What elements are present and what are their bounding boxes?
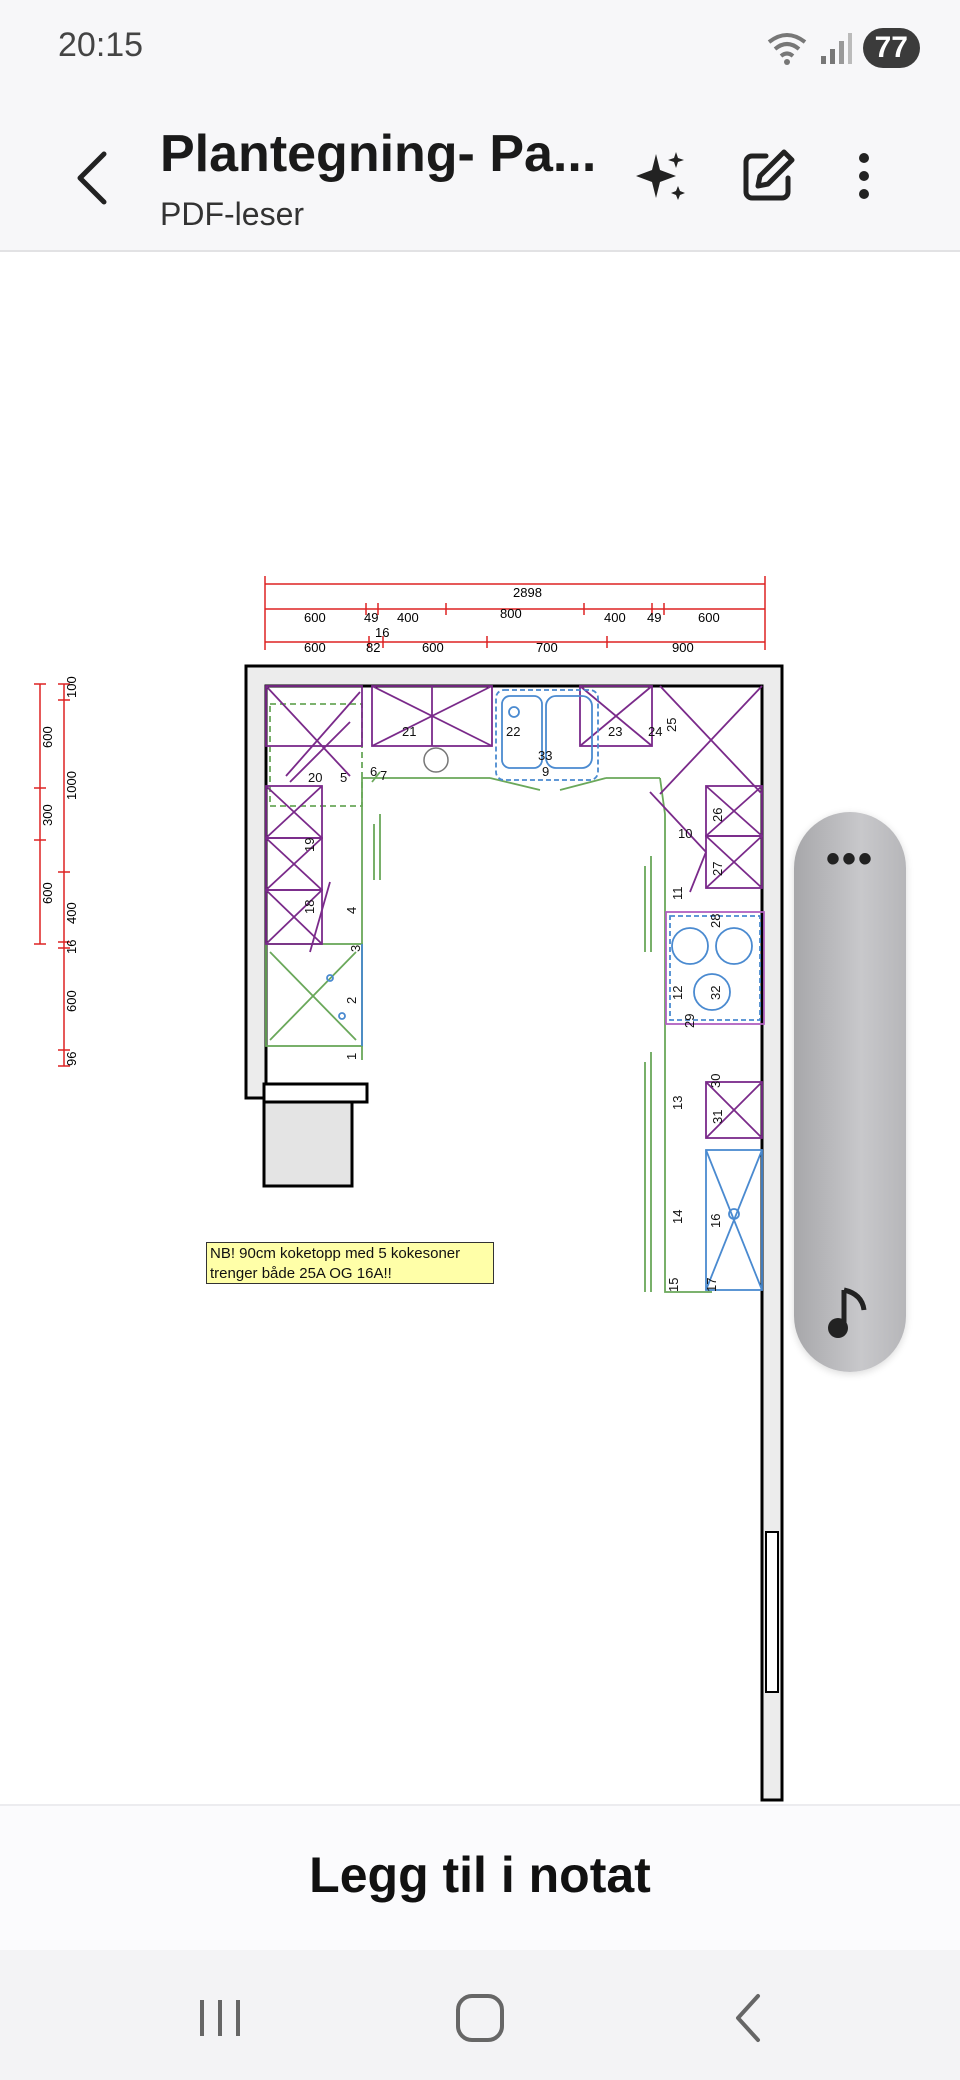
svg-text:1000: 1000 [64, 771, 79, 800]
svg-text:2: 2 [344, 997, 359, 1004]
dim-label: 49 [364, 610, 378, 625]
left-dimension-lines [34, 683, 70, 1067]
svg-text:20: 20 [308, 770, 322, 785]
sparkle-ai-icon[interactable] [632, 146, 692, 206]
svg-text:300: 300 [40, 804, 55, 826]
svg-text:26: 26 [710, 808, 725, 822]
svg-text:3: 3 [348, 945, 363, 952]
svg-text:18: 18 [302, 900, 317, 914]
svg-text:30: 30 [708, 1074, 723, 1088]
svg-text:22: 22 [506, 724, 520, 739]
walls [244, 664, 784, 1802]
svg-text:24: 24 [648, 724, 662, 739]
countertop-outline [265, 703, 712, 1293]
dim-label: 700 [536, 640, 558, 655]
svg-text:23: 23 [608, 724, 622, 739]
dim-label: 600 [422, 640, 444, 655]
add-to-note-button[interactable]: Legg til i notat [309, 1847, 651, 1903]
nav-back-icon[interactable] [720, 1990, 780, 2046]
svg-text:96: 96 [64, 1052, 79, 1066]
more-horiz-icon[interactable]: ••• [825, 837, 874, 881]
signal-icon [820, 33, 852, 64]
dim-label: 900 [672, 640, 694, 655]
dim-label: 16 [375, 625, 389, 640]
svg-text:16: 16 [64, 940, 79, 954]
svg-text:1: 1 [344, 1053, 359, 1060]
wifi-icon [767, 33, 806, 65]
svg-text:13: 13 [670, 1096, 685, 1110]
dim-label: 400 [397, 610, 419, 625]
svg-text:17: 17 [704, 1278, 719, 1292]
floating-media-panel[interactable]: ••• [794, 812, 906, 1372]
svg-text:600: 600 [40, 726, 55, 748]
svg-text:600: 600 [40, 882, 55, 904]
svg-text:10: 10 [678, 826, 692, 841]
pdf-viewer[interactable]: 2898 600 49 400 800 400 49 600 16 600 82… [0, 252, 960, 1802]
cabinet-numbers: 1 2 3 4 5 6 7 9 10 11 12 13 14 15 16 17 … [302, 718, 725, 1292]
note-line-1: NB! 90cm koketopp med 5 kokesoner [210, 1245, 461, 1262]
home-icon[interactable] [450, 1990, 510, 2046]
svg-text:6: 6 [370, 764, 377, 779]
svg-text:21: 21 [402, 724, 416, 739]
drawing-note: NB! 90cm koketopp med 5 kokesoner trenge… [206, 1242, 494, 1284]
add-to-note-bar[interactable]: Legg til i notat [0, 1804, 960, 1952]
svg-text:600: 600 [64, 990, 79, 1012]
svg-text:19: 19 [302, 838, 317, 852]
svg-text:33: 33 [538, 748, 552, 763]
dim-label: 600 [304, 610, 326, 625]
svg-text:32: 32 [708, 986, 723, 1000]
system-nav-bar [0, 1950, 960, 2080]
top-dimension-lines [264, 576, 766, 650]
svg-text:5: 5 [340, 770, 347, 785]
svg-text:11: 11 [670, 887, 685, 901]
svg-text:25: 25 [664, 718, 679, 732]
dim-label: 49 [647, 610, 661, 625]
app-subtitle: PDF-leser [160, 196, 305, 232]
status-bar: 20:15 77 [0, 0, 960, 96]
system-icons: 77 [765, 28, 920, 68]
svg-text:12: 12 [670, 986, 685, 1000]
dim-top-total: 2898 [513, 585, 542, 600]
svg-text:4: 4 [344, 907, 359, 914]
back-arrow-icon[interactable] [70, 148, 120, 208]
dim-label: 800 [500, 606, 522, 621]
left-dimension-labels: 100 1000 400 16 600 96 600 300 600 [40, 676, 79, 1066]
svg-text:29: 29 [682, 1014, 697, 1028]
edit-icon[interactable] [738, 146, 798, 206]
appliances [326, 689, 765, 1291]
battery-level: 77 [862, 28, 920, 68]
svg-text:28: 28 [708, 914, 723, 928]
music-note-icon[interactable] [826, 1282, 874, 1342]
svg-text:31: 31 [710, 1110, 725, 1124]
cabinets [265, 685, 763, 1139]
svg-text:15: 15 [666, 1278, 681, 1292]
svg-text:7: 7 [380, 768, 387, 783]
svg-text:16: 16 [708, 1214, 723, 1228]
svg-text:14: 14 [670, 1210, 685, 1224]
dim-label: 600 [304, 640, 326, 655]
svg-text:27: 27 [710, 862, 725, 876]
status-time: 20:15 [58, 26, 144, 64]
dim-label: 82 [366, 640, 380, 655]
document-title: Plantegning- Pa... [160, 125, 597, 183]
drain-circle [423, 747, 449, 773]
svg-text:9: 9 [542, 764, 549, 779]
note-line-2: trenger både 25A OG 16A!! [210, 1265, 392, 1282]
dim-label: 400 [604, 610, 626, 625]
more-vert-icon[interactable] [834, 146, 894, 206]
recents-icon[interactable] [190, 1990, 250, 2046]
dim-label: 600 [698, 610, 720, 625]
app-bar: Plantegning- Pa... PDF-leser [0, 96, 960, 252]
svg-text:100: 100 [64, 676, 79, 698]
svg-text:400: 400 [64, 902, 79, 924]
